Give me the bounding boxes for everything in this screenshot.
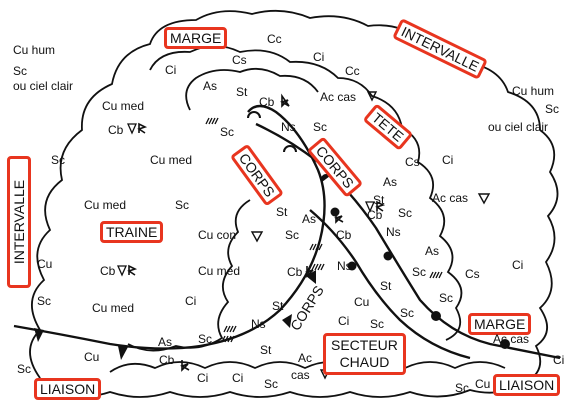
cloud-label: Ci [338,314,350,328]
cloud-label: Ac cas [432,191,469,205]
cloud-label: Cu [84,350,100,364]
cloud-label: Sc [175,198,190,212]
cloud-label: Cu [37,257,53,271]
cloud-label: Cs [465,267,480,281]
cloud-label: Ci [165,63,177,77]
liaison-right-label: LIAISON [493,374,561,396]
cloud-label: Sc [412,265,427,279]
cloud-label: Ns [251,317,266,331]
cloud-label: Sc [264,377,279,391]
cloud-label: As [203,79,218,93]
cloud-label: Ci [197,371,209,385]
lower-cloud-band [109,361,506,373]
intervalle-left-label: INTERVALLE [7,156,31,288]
cold-front-line [13,104,326,350]
cloud-label: Sc [398,206,413,220]
cloud-label: St [272,299,284,313]
cloud-label: As [302,212,317,226]
cloud-label: Cu [475,377,491,391]
cloud-label: St [260,343,272,357]
cloud-label: Cc [345,64,360,78]
cloud-label: Ci [313,50,325,64]
cloud-label: As [158,335,173,349]
cloud-label: As [383,175,398,189]
cloud-label: As [425,244,440,258]
cloud-label: Sc [13,64,28,78]
cloud-label: Cb [100,264,116,278]
cloud-label: Cu hum [512,84,555,98]
cloud-label: Cu med [198,264,241,278]
cloud-label: Cu med [84,198,127,212]
cloud-label: Cb [108,123,124,137]
cloud-label: Sc [220,125,235,139]
cloud-label: Cu med [102,99,145,113]
cloud-label: Ac cas [320,90,357,104]
cloud-label: Cs [232,53,247,67]
cloud-label: Ns [281,120,296,134]
cloud-label: Cb [336,228,352,242]
traine-label: TRAINE [100,221,164,243]
cloud-label: Cb [259,95,275,109]
traine-outline [127,199,251,352]
cloud-label: Ci [232,371,244,385]
cloud-label: Sc [370,317,385,331]
outer-cloud-outline [29,9,559,398]
cloud-label: Cu med [92,301,135,315]
cloud-label: Sc [285,228,300,242]
cloud-label: Cu con [198,228,237,242]
marge-right-label: MARGE [468,313,532,335]
cloud-label: Cu [354,295,370,309]
cloud-label: Sc [37,294,52,308]
cloud-label: Cu med [150,153,193,167]
occluded-front-line [309,209,471,360]
cloud-label: Sc [17,362,32,376]
head-cloud-outline [185,67,319,111]
secteur-chaud-label: SECTEUR CHAUD [323,333,406,375]
cloud-label: St [373,193,385,207]
cloud-label: Cu hum [13,43,56,57]
liaison-left-label: LIAISON [34,378,102,400]
cloud-label: Sc [313,120,328,134]
cloud-label: Cb [287,265,303,279]
cloud-label: Sc [51,153,66,167]
cloud-label: Ci [442,153,454,167]
cloud-label: Ci [512,258,524,272]
cloud-label: ou ciel clair [488,120,549,134]
cloud-label: Sc [400,306,415,320]
cloud-label: Cb [367,208,383,222]
cloud-label: Cc [267,32,282,46]
cloud-label: St [380,279,392,293]
cloud-label: Ci [185,294,197,308]
cloud-label: Ac cas [493,332,530,346]
marge-top-label: MARGE [164,27,228,49]
cloud-label: Sc [545,102,560,116]
cloud-label: St [236,85,248,99]
cloud-label: ou ciel clair [13,79,74,93]
cloud-label: Cs [405,155,420,169]
cloud-label: Cb [159,353,175,367]
cloud-label: Ns [337,259,352,273]
cloud-label: Sc [439,291,454,305]
cloud-label: Ac [298,351,313,365]
cloud-label: Ns [386,225,401,239]
cloud-label: Ci [553,353,565,367]
cloud-label: cas [291,368,310,382]
cloud-label: St [276,205,288,219]
cloud-label: Sc [455,381,470,395]
cloud-label: Sc [198,332,213,346]
